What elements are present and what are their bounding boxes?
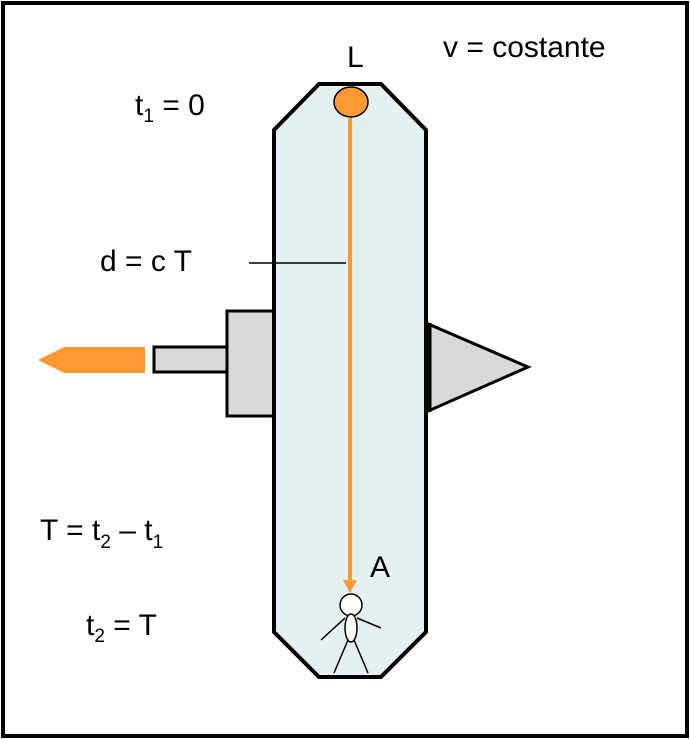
velocity-label: v = costante — [443, 31, 606, 64]
observer-label: A — [370, 551, 390, 584]
exhaust-flame-icon — [38, 347, 145, 373]
exhaust-pipe — [152, 345, 229, 374]
period-label: T = t2 – t1 — [40, 514, 163, 553]
distance-label: d = c T — [100, 245, 192, 278]
t1-subscript: 1 — [143, 106, 154, 127]
engine-block — [225, 309, 276, 418]
period-lhs: T = t — [40, 514, 101, 547]
period-sub2: 2 — [100, 532, 111, 553]
t1-label: t1 = 0 — [135, 89, 205, 127]
t2-label: t2 = T — [86, 609, 157, 647]
t1-var: t — [135, 89, 144, 122]
observer-stick-figure-icon — [320, 593, 382, 674]
t2-value: = T — [105, 609, 157, 642]
period-sub1: 1 — [153, 532, 164, 553]
light-beam-arrowhead — [343, 580, 357, 593]
t2-var: t — [86, 609, 95, 642]
t2-subscript: 2 — [94, 626, 105, 647]
period-mid: – t — [111, 514, 153, 547]
light-source-label: L — [347, 41, 364, 74]
t1-value: = 0 — [154, 89, 205, 122]
light-source-icon — [333, 86, 369, 118]
